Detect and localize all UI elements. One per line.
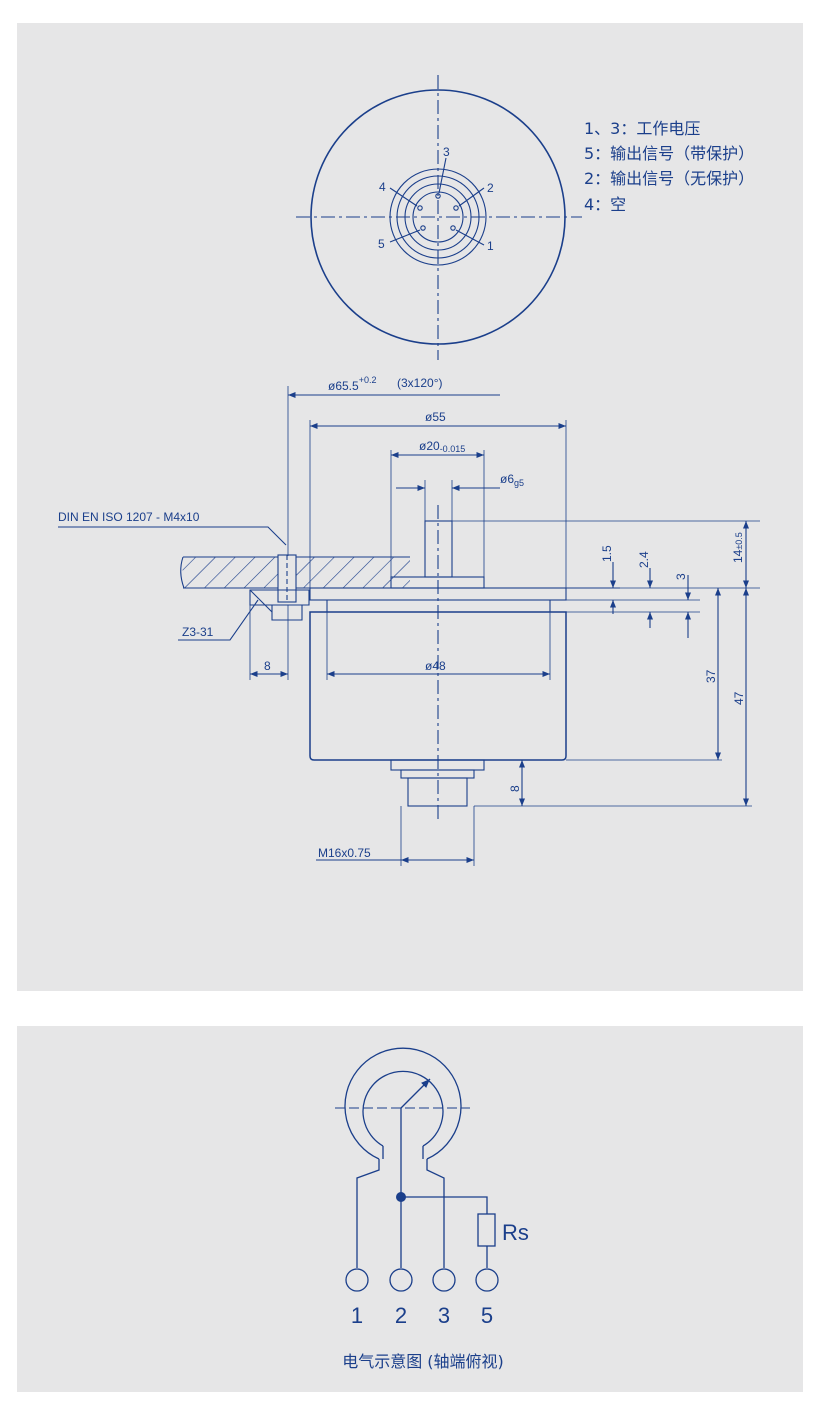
encoder-housing [309,611,567,761]
label-terminal-2: 2 [395,1303,407,1328]
screw-leader [58,526,287,546]
drawing-panel-top [17,23,803,991]
terminal-circle-3 [432,1268,456,1292]
label-d65-note: (3x120°) [397,376,443,390]
label-clamp: Z3-31 [182,625,214,639]
pin-label-4: 4 [379,180,386,194]
screw-body [277,554,297,603]
encoder-shaft [424,520,453,578]
pin-leader-3 [438,157,447,194]
resistor-rs [477,1213,496,1247]
pin-hole-3 [435,193,441,199]
label-dim-3: 3 [674,573,688,580]
label-thread: M16x0.75 [318,846,371,860]
label-screw: DIN EN ISO 1207 - M4x10 [58,510,200,524]
label-d48: ø48 [425,659,446,673]
label-d65: ø65.5+0.2 [328,375,376,393]
terminal-circle-2 [389,1268,413,1292]
label-dim-8-right: 8 [508,785,522,792]
junction-dot [396,1192,406,1202]
pin-label-5: 5 [378,237,385,251]
label-dim-1.5: 1.5 [600,545,614,562]
legend-line-4: 4：空 [584,195,626,214]
wiper-arrow [400,1078,431,1109]
label-dim-2.4: 2.4 [637,551,651,568]
potentiometer-inner-arc [362,1070,444,1147]
pin-leader-1 [455,229,485,246]
pin-hole-5 [420,225,426,231]
screw-head [271,604,303,621]
label-terminal-3: 3 [438,1303,450,1328]
label-terminal-1: 1 [351,1303,363,1328]
pin-label-1: 1 [487,239,494,253]
label-terminal-5: 5 [481,1303,493,1328]
pin-leader-2 [458,187,485,207]
clamp-leader [178,599,259,641]
section-dimension-labels: ø65.5+0.2 (3x120°) ø55 ø20-0.015 ø6g5 DI… [58,375,746,860]
wire-to-resistor [401,1196,488,1214]
label-d6: ø6g5 [500,472,524,488]
wire-terminal-1 [356,1159,380,1268]
terminal-circle-5 [475,1268,499,1292]
pin-hole-1 [450,225,456,231]
label-d20: ø20-0.015 [419,439,465,454]
mounting-plate-break [180,556,185,589]
connector-view [296,75,582,360]
clamp-bevel [249,589,273,613]
legend-line-3: 2：输出信号（无保护） [584,169,754,188]
pin-legend: 1、3：工作电压 5：输出信号（带保护） 2：输出信号（无保护） 4：空 [584,119,754,214]
circuit-diagram [335,1047,499,1292]
pin-hole-4 [417,205,423,211]
label-dim-47: 47 [732,691,746,705]
circuit-labels: Rs 1 2 3 5 电气示意图 (轴端俯视) [342,1220,529,1371]
label-resistor: Rs [502,1220,529,1245]
pin-leader-5 [389,229,421,243]
clamp-body [249,589,310,606]
potentiometer-outer-arc [344,1047,462,1160]
label-d55: ø55 [425,410,446,424]
legend-line-2: 5：输出信号（带保护） [584,144,754,163]
label-dim-8-left: 8 [264,659,271,673]
pin-label-3: 3 [443,145,450,159]
drawing-panel-bottom [17,1026,803,1392]
legend-line-1: 1、3：工作电压 [584,119,700,138]
connector-pin-labels: 3 2 1 5 4 [378,145,494,253]
section-view [58,386,760,866]
label-dim-14: 14±0.5 [731,532,745,563]
terminal-circle-1 [345,1268,369,1292]
pin-leader-4 [389,187,418,207]
pin-hole-2 [453,205,459,211]
wire-terminal-3 [426,1159,445,1268]
circuit-caption: 电气示意图 (轴端俯视) [342,1352,504,1371]
label-dim-37: 37 [704,669,718,683]
connector-pin-circle [412,191,464,243]
pin-label-2: 2 [487,181,494,195]
